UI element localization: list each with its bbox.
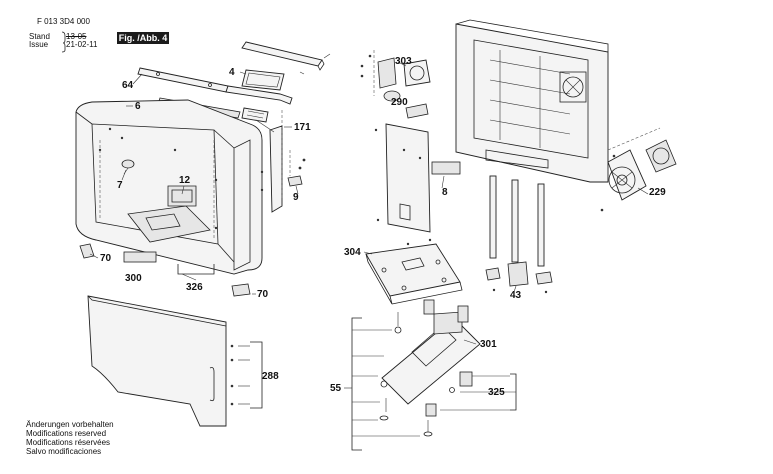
callout-301: 301 <box>480 339 497 350</box>
header-brace <box>61 31 66 53</box>
callout-55: 55 <box>330 383 342 394</box>
callout-64: 64 <box>122 80 134 91</box>
callout-288: 288 <box>262 371 279 382</box>
clip-9 <box>260 150 306 192</box>
top-cover-4 <box>241 41 331 91</box>
callout-7: 7 <box>117 180 123 191</box>
callout-171: 171 <box>294 122 311 133</box>
callout-303: 303 <box>395 56 412 67</box>
rail-64 <box>137 67 229 93</box>
stand-value: 13-05 <box>66 32 87 41</box>
stand-label: Stand <box>29 32 50 41</box>
label-300 <box>123 251 157 263</box>
footer-note-en: Modifications reserved <box>26 429 107 438</box>
callout-6: 6 <box>135 101 141 112</box>
stand-301 <box>379 299 481 437</box>
leader-lines <box>89 61 649 345</box>
motor-303 <box>377 57 431 89</box>
housing-frame <box>75 99 263 275</box>
foot-43 <box>485 261 553 294</box>
base-plate-304 <box>365 238 463 305</box>
callout-304: 304 <box>344 247 361 258</box>
footer-note-fr: Modifications réservées <box>26 438 111 447</box>
issue-value: 21-02-11 <box>66 40 98 49</box>
foot-70-right <box>231 283 251 297</box>
callout-300: 300 <box>125 273 142 284</box>
callout-70-right: 70 <box>257 289 269 300</box>
bracket-55 <box>351 317 362 451</box>
callout-325: 325 <box>488 387 505 398</box>
foot-70-left <box>79 243 95 259</box>
board-8 <box>374 123 461 233</box>
back-panel <box>455 19 609 183</box>
callout-326: 326 <box>186 282 203 293</box>
callout-9: 9 <box>293 192 299 203</box>
callout-12: 12 <box>179 175 191 186</box>
cam-290 <box>360 50 429 119</box>
issue-label: Issue <box>29 40 49 49</box>
fan-229 <box>600 127 677 212</box>
callout-290: 290 <box>391 97 408 108</box>
callout-8: 8 <box>442 187 448 198</box>
callout-229: 229 <box>649 187 666 198</box>
support-rods <box>489 175 545 267</box>
bracket-326 <box>177 264 215 275</box>
front-cover-288 <box>87 295 263 427</box>
doc-number: F 013 3D4 000 <box>37 17 90 26</box>
footer-note-es: Salvo modificaciones <box>26 447 102 456</box>
callout-4: 4 <box>229 67 235 78</box>
callout-70-left: 70 <box>100 253 112 264</box>
footer-note-de: Änderungen vorbehalten <box>26 420 114 429</box>
figure-badge: Fig. /Abb. 4 <box>117 32 169 44</box>
callout-43: 43 <box>510 290 522 301</box>
